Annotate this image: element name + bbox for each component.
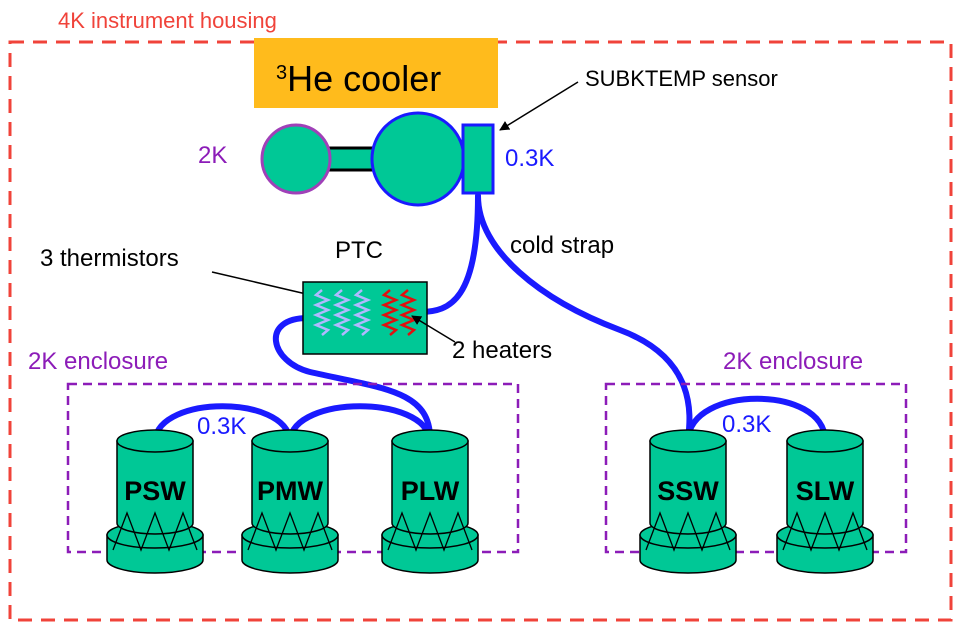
strap-pmw-plw [287,403,433,443]
heaters-arrow [411,315,456,343]
detector-top [391,429,469,453]
strap-ssw-slw [685,395,828,443]
cold-straps [152,193,828,443]
cooler-assembly [260,111,495,207]
detector-label: PLW [401,476,460,506]
detector-body [251,440,329,535]
heaters-label: 2 heaters [452,337,552,364]
detector-horn-marks [112,511,198,552]
pump-temp-label: 2K [198,142,227,169]
thermistors-label: 3 thermistors [40,245,179,272]
detector-label: PMW [257,476,324,506]
detector-horn-marks [645,511,731,552]
detector-body [786,440,864,535]
detector-body [116,440,194,535]
detector-label: PSW [124,476,186,506]
cooler-title-box [254,38,498,108]
thermistor-coil [332,289,352,336]
thermistor-coils [312,289,372,336]
pump-2k [260,123,332,195]
detector-arrays: PSW PMW PLW SSW SLW [106,429,874,574]
sensor-label: SUBKTEMP sensor [585,66,778,91]
detector-top [786,429,864,453]
detector-top [649,429,727,453]
detector-body [391,440,469,535]
evaporator-03k [370,111,466,207]
cooler-title: 3He cooler [276,58,441,99]
detector-horn-marks [387,511,473,552]
cold-strap-label: cold strap [510,232,614,259]
left-array-temp-label: 0.3K [197,413,246,440]
enclosure-left-label: 2K enclosure [28,348,168,375]
detector-top [116,429,194,453]
ptc-label: PTC [335,237,383,264]
detector-body [649,440,727,535]
subktemp-sensor [461,123,495,195]
thermistor-coil [312,289,332,336]
detector-horn-marks [247,511,333,552]
detector-top [251,429,329,453]
enclosure-right-label: 2K enclosure [723,348,863,375]
detector-ssw: SSW [639,429,737,574]
detector-plw: PLW [381,429,479,574]
heater-coils [380,289,418,336]
detector-horn-marks [782,511,868,552]
detector-label: SLW [796,476,855,506]
housing-label: 4K instrument housing [58,8,277,33]
detector-pmw: PMW [241,429,339,574]
cold-strap-ptc [417,193,481,315]
cold-strap-right [475,193,693,443]
strap-psw-pmw [152,403,293,443]
right-array-temp-label: 0.3K [722,411,771,438]
sensor-arrow [499,81,579,131]
detector-psw: PSW [106,429,204,574]
enclosure-right-border [604,382,908,554]
cooler-title-superscript: 3 [276,62,287,84]
cooler-title-main: He cooler [287,58,441,99]
evaporator-temp-label: 0.3K [505,145,554,172]
thermistor-coil [352,289,372,336]
strap-ptc-to-array [273,315,433,441]
heater-coil [380,289,400,336]
detector-slw: SLW [776,429,874,574]
heater-coil [398,289,418,336]
detector-label: SSW [657,476,719,506]
